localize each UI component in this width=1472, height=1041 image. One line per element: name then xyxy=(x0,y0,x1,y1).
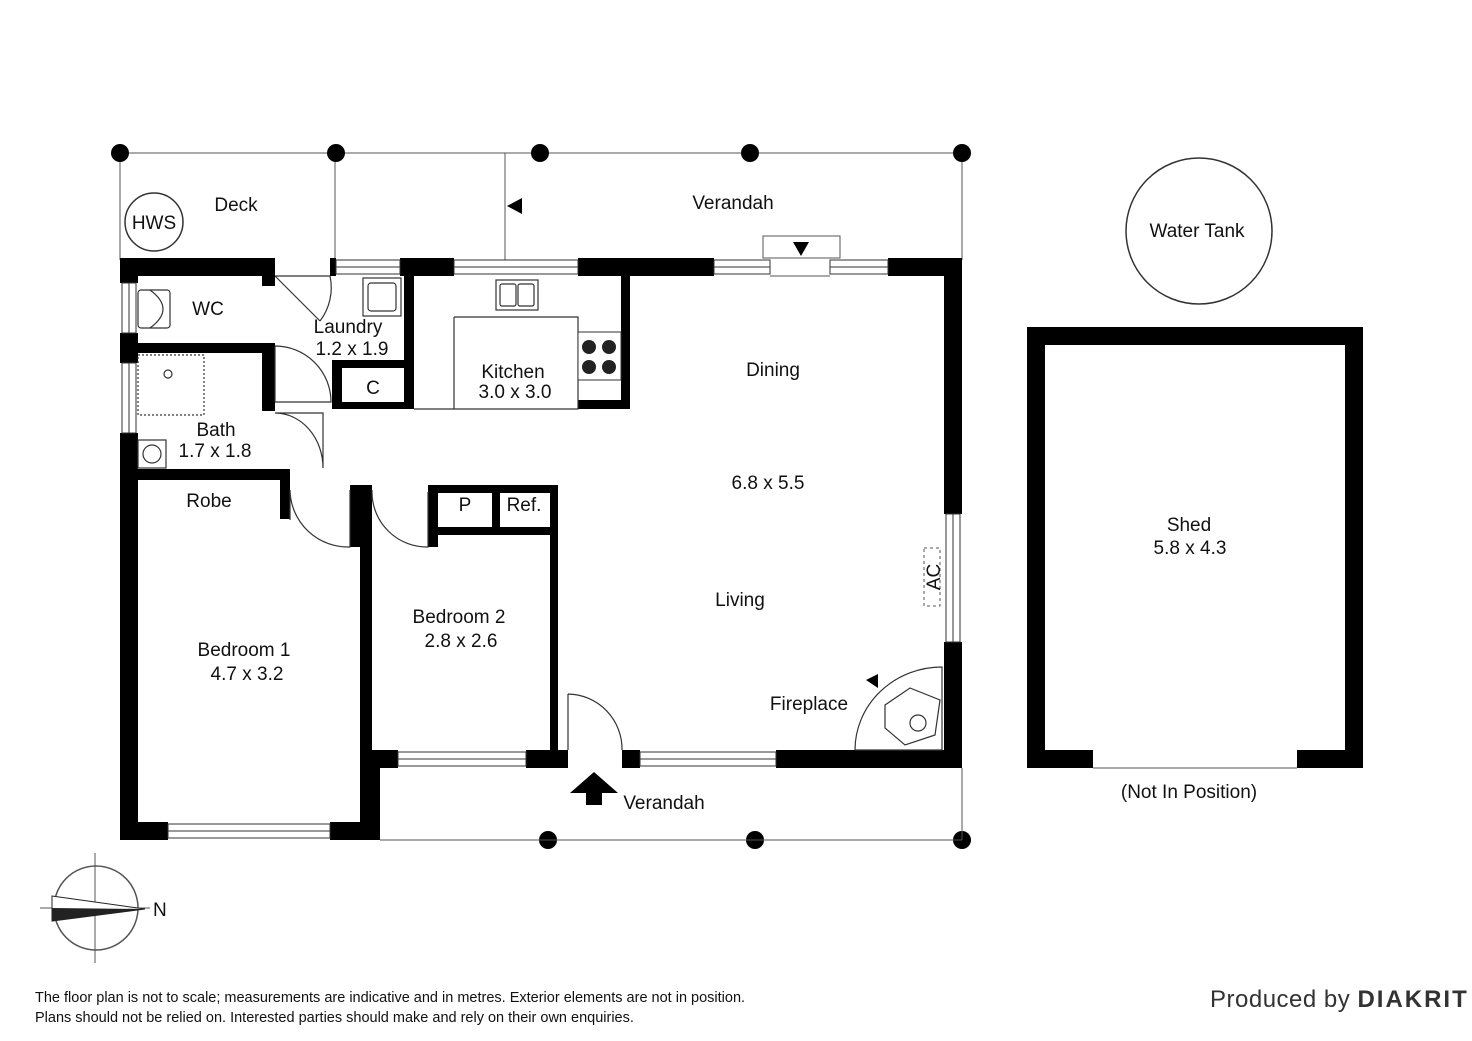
living-label: Living xyxy=(715,590,765,611)
bedroom1-label: Bedroom 1 xyxy=(198,640,291,661)
bedroom1-size: 4.7 x 3.2 xyxy=(211,664,284,685)
entry-arrow-top-icon xyxy=(793,242,809,256)
sliding-door xyxy=(762,235,841,277)
dining-living-size: 6.8 x 5.5 xyxy=(732,473,805,494)
laundry-label: Laundry xyxy=(314,317,383,338)
robe-label: Robe xyxy=(186,491,231,512)
disclaimer-line-2: Plans should not be relied on. Intereste… xyxy=(35,1010,634,1026)
door-swings xyxy=(274,275,943,751)
entry-arrow-bottom-icon xyxy=(570,772,618,805)
shed-label: Shed xyxy=(1167,515,1211,536)
ac-unit: AC xyxy=(923,547,945,607)
shed-note: (Not In Position) xyxy=(1121,782,1257,803)
kitchen-size: 3.0 x 3.0 xyxy=(479,382,552,403)
dining-label: Dining xyxy=(746,360,800,381)
disclaimer: The floor plan is not to scale; measurem… xyxy=(35,988,745,1028)
shed-size: 5.8 x 4.3 xyxy=(1154,538,1227,559)
wc-label: WC xyxy=(192,299,224,320)
deck-label: Deck xyxy=(214,195,258,216)
water-tank-label: Water Tank xyxy=(1149,221,1245,242)
pantry-label: P xyxy=(459,495,472,516)
verandah-top-label: Verandah xyxy=(692,193,773,214)
ac-label: AC xyxy=(924,564,945,590)
stair-arrow-icon xyxy=(507,198,522,214)
kitchen-label: Kitchen xyxy=(481,362,544,383)
bath-label: Bath xyxy=(196,420,235,441)
bedroom2-size: 2.8 x 2.6 xyxy=(425,631,498,652)
brand-logo: DIAKRIT xyxy=(1357,986,1469,1013)
hws-label: HWS xyxy=(132,213,176,234)
verandah-bottom-label: Verandah xyxy=(623,793,704,814)
fireplace-arrow-icon xyxy=(866,674,878,688)
bottom-verandah-outline xyxy=(380,768,963,841)
fridge-label: Ref. xyxy=(507,495,542,516)
bedroom2-label: Bedroom 2 xyxy=(413,607,506,628)
laundry-size: 1.2 x 1.9 xyxy=(316,339,389,360)
fireplace-label: Fireplace xyxy=(770,694,848,715)
produced-by-text: Produced by xyxy=(1210,986,1351,1013)
cupboard-label: C xyxy=(366,378,380,399)
windows xyxy=(121,259,961,839)
fireplace-icon xyxy=(884,687,941,746)
hws-circle xyxy=(124,192,184,252)
bath-size: 1.7 x 1.8 xyxy=(179,441,252,462)
disclaimer-line-1: The floor plan is not to scale; measurem… xyxy=(35,990,746,1006)
water-tank-circle xyxy=(1125,157,1273,305)
walls xyxy=(120,258,962,840)
shed xyxy=(1027,327,1363,768)
stove-icon xyxy=(577,331,622,381)
compass-north-label: N xyxy=(153,900,167,921)
compass-icon xyxy=(40,853,150,963)
producer-credit: Produced by DIAKRIT xyxy=(1210,986,1469,1014)
